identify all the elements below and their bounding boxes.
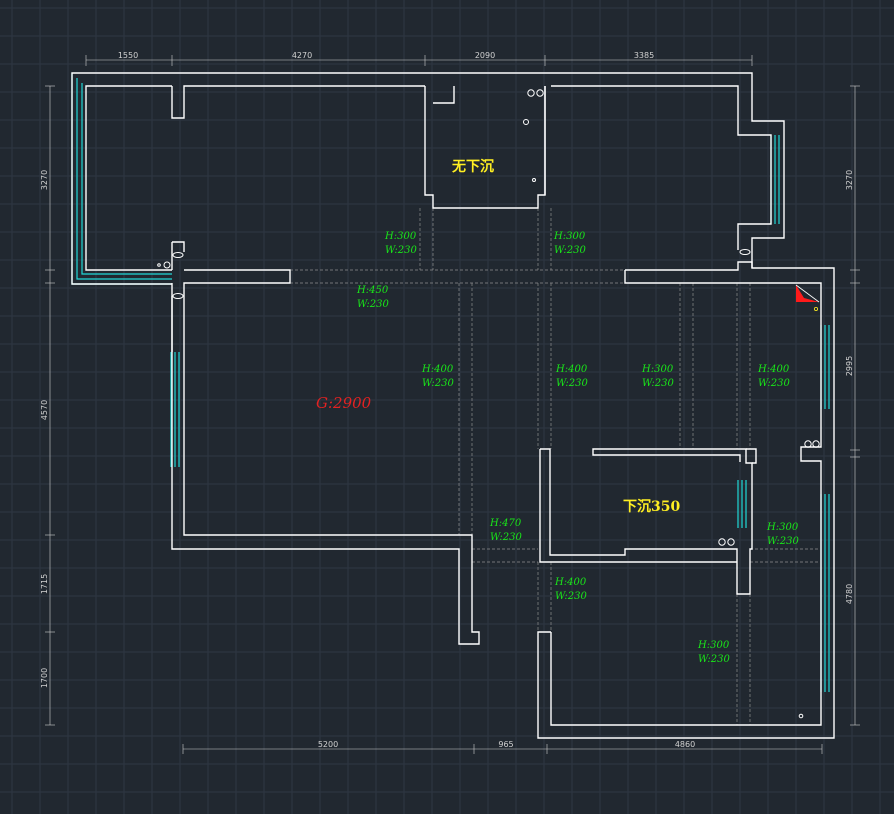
beam-0-w: W:230 [385, 245, 418, 256]
dim-left-3: 1715 [40, 574, 49, 594]
beam-7-w: W:230 [490, 532, 523, 543]
beam-annotations: H:300 W:230 H:300 W:230 H:450 W:230 H:40… [356, 231, 800, 665]
beam-8-h: H:300 [766, 522, 799, 533]
dimension-lines [45, 55, 860, 754]
beam-0-h: H:300 [384, 231, 417, 242]
beam-6-h: H:400 [757, 364, 790, 375]
beam-9-w: W:230 [555, 591, 588, 602]
beam-3-w: W:230 [422, 378, 455, 389]
beam-dashed-lines [290, 208, 820, 725]
beam-6-w: W:230 [758, 378, 791, 389]
entrance-marker [795, 284, 820, 311]
dim-bottom-2: 965 [498, 740, 513, 749]
dim-top-3: 2090 [475, 51, 495, 60]
zone-label-sink: 下沉350 [623, 498, 680, 515]
beam-4-h: H:400 [555, 364, 588, 375]
wall-outlines [71, 72, 835, 739]
dimension-labels: 1550 4270 2090 3385 5200 965 4860 3270 4… [40, 51, 854, 749]
beam-9-h: H:400 [554, 577, 587, 588]
beam-5-w: W:230 [642, 378, 675, 389]
dim-right-2: 2995 [845, 356, 854, 376]
dim-top-2: 4270 [292, 51, 312, 60]
beam-7-h: H:470 [489, 518, 522, 529]
dim-bottom-3: 4860 [675, 740, 695, 749]
beam-1-w: W:230 [554, 245, 587, 256]
beam-2-h: H:450 [356, 285, 389, 296]
dim-right-3: 4780 [845, 584, 854, 604]
ceiling-height-label: G:2900 [316, 394, 372, 412]
beam-3-h: H:400 [421, 364, 454, 375]
dim-left-2: 4570 [40, 400, 49, 420]
zone-label-no-sink: 无下沉 [451, 158, 494, 175]
beam-8-w: W:230 [767, 536, 800, 547]
beam-5-h: H:300 [641, 364, 674, 375]
beam-2-w: W:230 [357, 299, 390, 310]
dim-right-1: 3270 [845, 170, 854, 190]
dim-left-1: 3270 [40, 170, 49, 190]
beam-4-w: W:230 [556, 378, 589, 389]
fixture-symbols [157, 89, 820, 719]
dim-top-1: 1550 [118, 51, 138, 60]
dim-top-4: 3385 [634, 51, 654, 60]
beam-10-w: W:230 [698, 654, 731, 665]
dim-bottom-1: 5200 [318, 740, 338, 749]
dim-left-4: 1700 [40, 668, 49, 688]
beam-1-h: H:300 [553, 231, 586, 242]
beam-10-h: H:300 [697, 640, 730, 651]
